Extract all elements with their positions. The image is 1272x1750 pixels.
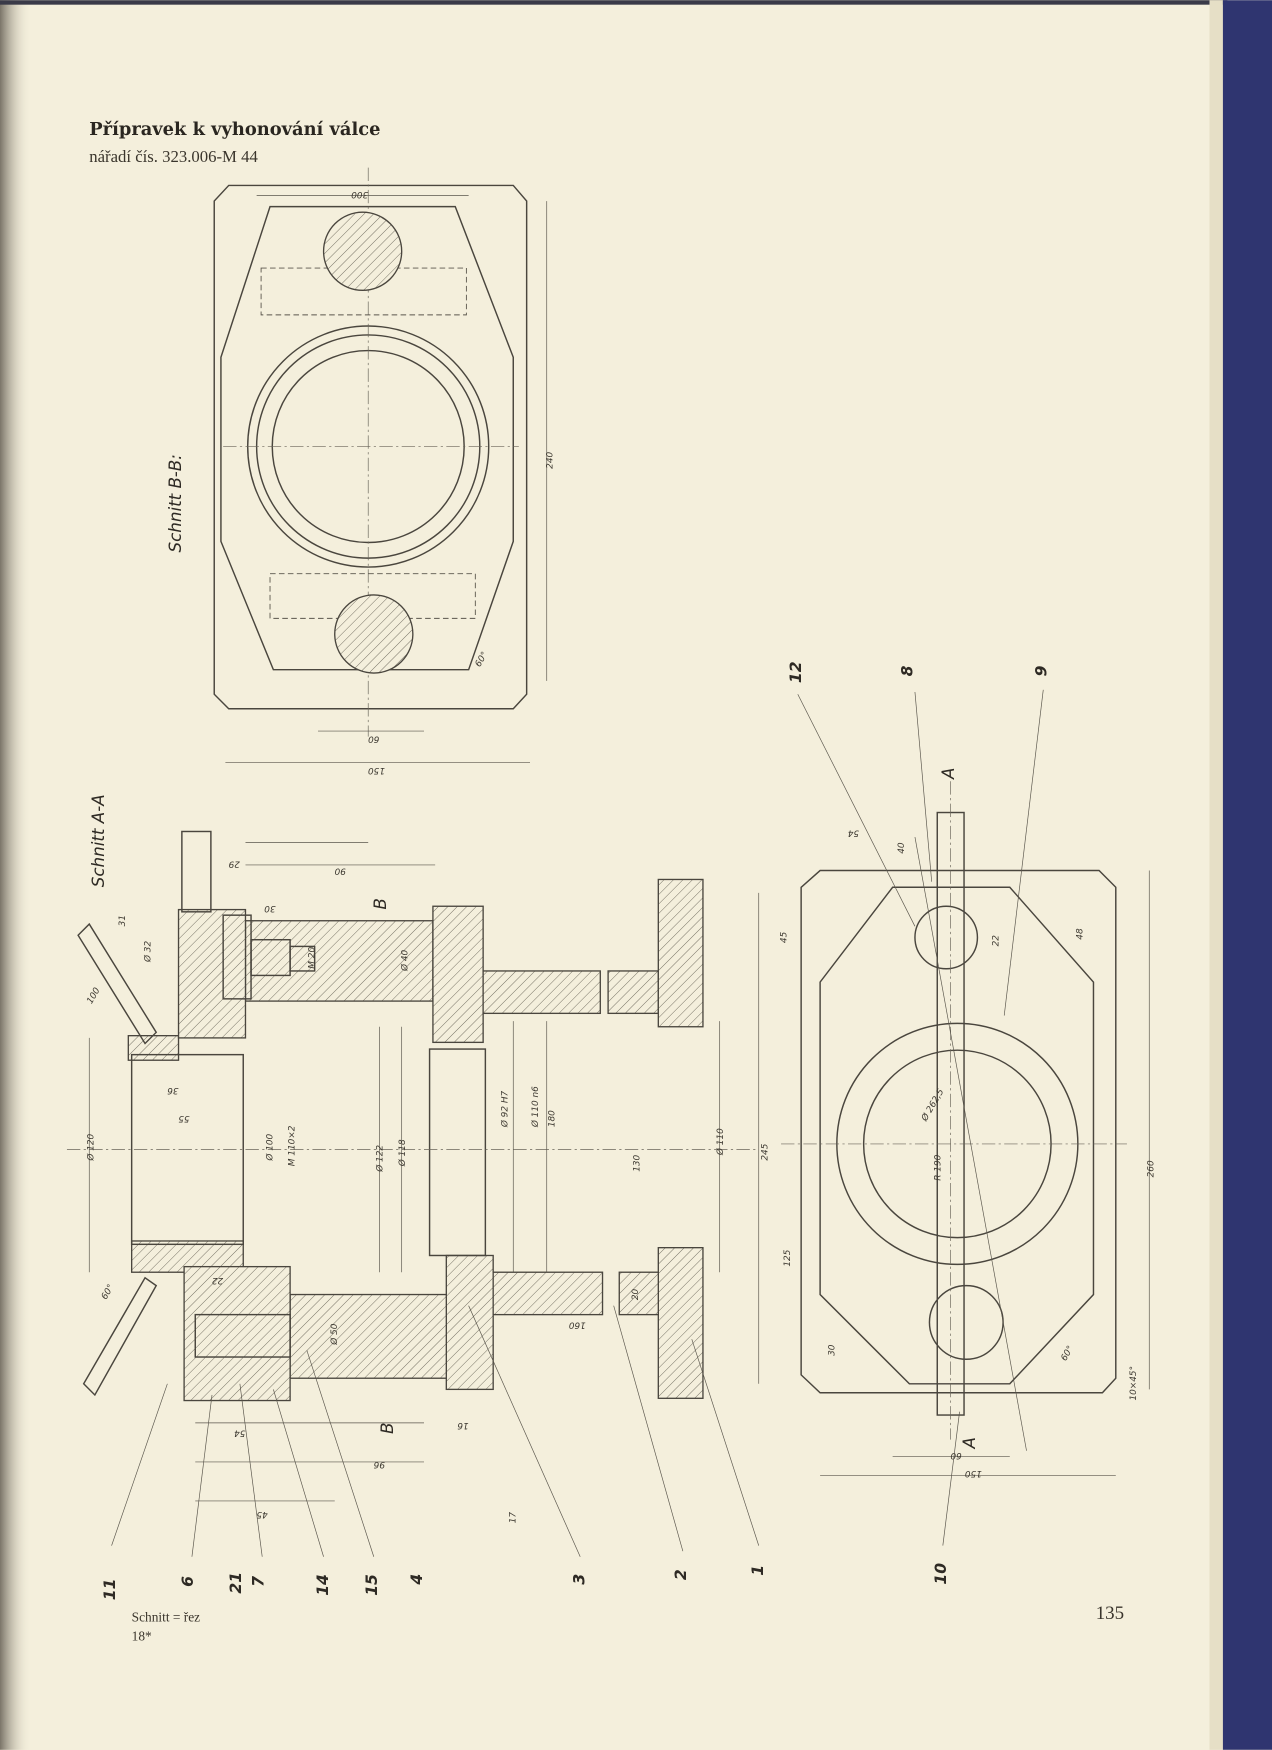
- part-number-10: 10: [932, 1563, 950, 1585]
- section-bb-drawing: [213, 167, 548, 763]
- dimension-label: Ø 92 H7: [500, 1090, 511, 1128]
- dimension-label: 29: [228, 859, 240, 869]
- dimension-label: Ø 100: [264, 1133, 275, 1161]
- dimension-label: 16: [457, 1420, 469, 1430]
- dimension-label: 22: [992, 935, 1002, 947]
- part-number-8: 8: [899, 665, 917, 676]
- dimension-label: Ø 32: [143, 941, 154, 964]
- dimension-label: 48: [1075, 928, 1085, 940]
- top-edge: [0, 0, 1228, 5]
- dimension-label: 40: [897, 842, 907, 854]
- dimension-label: 22: [211, 1275, 223, 1285]
- page-number: 135: [1096, 1603, 1124, 1624]
- part-number-2: 2: [672, 1569, 690, 1580]
- part-number-11: 11: [101, 1579, 119, 1601]
- dimension-label: 180: [548, 1110, 558, 1127]
- cut-marker-b-top: B: [370, 898, 390, 909]
- dim-240: 240: [545, 452, 555, 469]
- dimension-label: 36: [167, 1085, 179, 1095]
- part-number-4: 4: [408, 1574, 426, 1586]
- book-cover: [1222, 0, 1272, 1750]
- dimension-label: Ø 118: [397, 1139, 408, 1167]
- dimension-label: Ø 110: [715, 1128, 726, 1156]
- dimension-label: 55: [178, 1113, 190, 1123]
- page-title: Přípravek k vyhonování válce: [89, 119, 380, 140]
- dimension-label: 54: [847, 827, 859, 837]
- page-edge: [1209, 0, 1223, 1750]
- dimension-label: Ø 40: [399, 949, 410, 972]
- part-number-1: 1: [749, 1565, 767, 1576]
- part-number-14: 14: [314, 1574, 332, 1596]
- signature-mark: 18*: [132, 1628, 152, 1643]
- tool-number: nářadí čís. 323.006-M 44: [89, 147, 258, 166]
- dimension-label: 20: [631, 1288, 641, 1300]
- dimension-label: 30: [264, 903, 276, 913]
- dimension-label: Ø 120: [86, 1133, 97, 1161]
- dimension-label: 45: [256, 1509, 268, 1519]
- part-number-6: 6: [179, 1576, 197, 1587]
- cut-marker-b-bottom: B: [377, 1423, 397, 1434]
- part-number-15: 15: [363, 1574, 381, 1596]
- part-number-17: 17: [508, 1512, 518, 1524]
- dimension-label: 150: [965, 1468, 982, 1478]
- dimension-label: R 190: [934, 1154, 944, 1180]
- dimension-label: 245: [761, 1143, 771, 1160]
- view-marker-a-top: A: [938, 768, 958, 780]
- dimension-label: 96: [373, 1459, 385, 1469]
- section-aa-label: Schnitt A-A: [88, 794, 108, 887]
- dimension-label: 90: [334, 865, 346, 875]
- part-numbers: 12 8 9 11 6 21 7 14 15 4 3 2 1 10 31 17: [101, 661, 1051, 1600]
- dimension-label: M 20: [308, 947, 318, 969]
- dim-150: 150: [368, 765, 385, 775]
- view-marker-a-bottom: A: [959, 1437, 979, 1449]
- part-number-21: 21: [227, 1572, 245, 1594]
- dimension-label: 45: [780, 931, 790, 943]
- dim-60: 60: [368, 734, 380, 744]
- binding-shadow: [0, 0, 32, 1750]
- dimension-label: Ø 110 n6: [530, 1086, 541, 1128]
- part-number-9: 9: [1033, 665, 1051, 676]
- dimension-label: 10×45°: [1129, 1366, 1139, 1401]
- dimensions-aa: Ø 120 Ø 100 M 110×2 Ø 122 Ø 118 Ø 92 H7 …: [85, 859, 726, 1520]
- section-aa-drawing: [66, 830, 759, 1502]
- footnote-translation: Schnitt = řez: [132, 1609, 201, 1624]
- part-number-7: 7: [249, 1576, 267, 1587]
- view-a-drawing: [758, 781, 1150, 1476]
- dimension-label: 30: [828, 1344, 838, 1356]
- part-number-12: 12: [787, 661, 805, 683]
- dimension-label: M 110×2: [288, 1125, 298, 1166]
- part-number-31: 31: [118, 915, 128, 926]
- dim-300: 300: [351, 189, 368, 199]
- part-number-3: 3: [571, 1574, 589, 1585]
- dimension-label: Ø 122: [375, 1145, 386, 1173]
- dimension-label: 130: [632, 1154, 642, 1171]
- dimension-label: Ø 50: [329, 1323, 340, 1346]
- dimension-label: 125: [783, 1249, 793, 1266]
- dimension-label: 260: [1147, 1160, 1157, 1177]
- section-bb-label: Schnitt B-B:: [165, 454, 185, 552]
- dimension-label: 60: [950, 1450, 962, 1460]
- dimension-label: 160: [568, 1319, 585, 1329]
- part-leader-lines: [111, 689, 1044, 1557]
- dimension-label: 54: [234, 1428, 246, 1438]
